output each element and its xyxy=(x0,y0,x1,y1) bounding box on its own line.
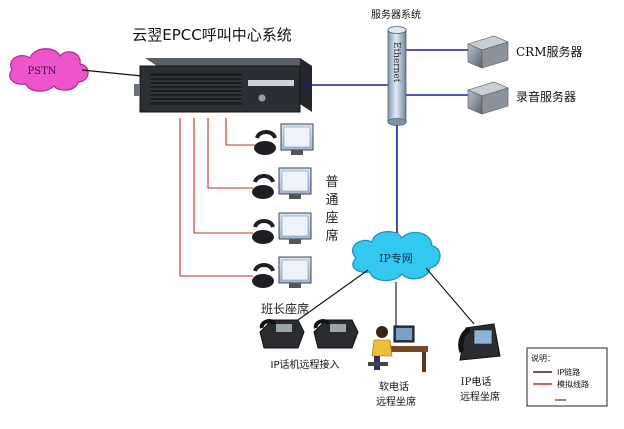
server-drive-bay xyxy=(248,80,294,86)
phone-icon xyxy=(252,230,274,244)
legend-box xyxy=(526,347,608,407)
ethernet-label: Ethernet xyxy=(391,42,401,83)
ip-network-cloud: IP专网 xyxy=(352,231,441,282)
ethernet-bus: Ethernet xyxy=(387,26,407,126)
server-handle-left xyxy=(134,84,140,96)
monitor-stand xyxy=(291,150,303,155)
legend-ip-link-label: IP链路 xyxy=(557,367,580,377)
phone-icon xyxy=(252,274,274,288)
normal-seats-label: 普 通 座 席 xyxy=(325,175,338,244)
server-system-label: 服务器系统 xyxy=(371,8,421,21)
pstn-label: PSTN xyxy=(28,66,57,77)
agent-station-3 xyxy=(252,212,312,244)
ip-network-cloud-shape xyxy=(352,231,441,282)
monitor-stand xyxy=(289,239,301,244)
legend-title: 说明： xyxy=(531,353,555,363)
ip-network-label: IP专网 xyxy=(379,251,413,265)
remote-links xyxy=(297,267,475,332)
normal-seats-char-2: 通 xyxy=(325,193,338,208)
analog-line-2 xyxy=(207,118,253,189)
legend: 说明： IP链路 模拟线路 xyxy=(526,347,608,407)
team-leader-seat-label: 班长座席 xyxy=(261,301,309,316)
monitor-screen xyxy=(281,259,309,281)
monitor-screen xyxy=(281,215,309,237)
remote-ip-phone xyxy=(458,323,501,361)
record-server-label: 录音服务器 xyxy=(516,89,576,104)
person-head-icon xyxy=(376,326,388,338)
monitor-stand xyxy=(289,283,301,288)
crm-server xyxy=(467,35,509,69)
crm-server-label: CRM服务器 xyxy=(516,44,583,59)
remote-link-ip-phone xyxy=(297,269,369,321)
soft-phone-agent xyxy=(368,325,428,372)
phone-icon xyxy=(254,141,276,155)
epcc-server xyxy=(134,58,312,113)
phone-handset-icon xyxy=(255,130,277,139)
phone-icon xyxy=(252,185,274,199)
ethernet-cylinder-bottom xyxy=(387,118,407,126)
normal-seats-char-4: 席 xyxy=(325,228,338,244)
remote-ip-phone-label-line1: IP电话 xyxy=(461,375,492,388)
crm-server-side xyxy=(481,41,509,69)
monitor-stand xyxy=(289,194,301,199)
normal-seats-char-1: 普 xyxy=(325,175,338,190)
analog-lines xyxy=(179,118,255,277)
ip-phone-handset-icon xyxy=(313,319,330,329)
ip-phone-handset-icon xyxy=(259,319,276,329)
computer-screen xyxy=(396,328,412,340)
analog-line-4 xyxy=(179,118,253,277)
ip-phone-remote-access-label: IP话机远程接入 xyxy=(271,358,340,371)
desk-leg xyxy=(422,352,426,372)
legend-analog-label: 模拟线路 xyxy=(557,379,589,389)
agent-station-4 xyxy=(252,256,312,288)
soft-phone-label-line2: 远程坐席 xyxy=(376,395,416,408)
server-power-button xyxy=(258,94,266,102)
ip-links xyxy=(302,49,468,238)
chair-icon xyxy=(368,362,388,366)
phone-handset-icon xyxy=(253,219,275,228)
ip-desk-phone-1 xyxy=(259,319,305,349)
person-body-icon xyxy=(371,339,393,357)
monitor-screen xyxy=(281,170,309,192)
agent-station-2 xyxy=(252,167,312,199)
pstn-cloud: PSTN xyxy=(9,48,89,92)
normal-seats-char-3: 座 xyxy=(325,211,338,226)
analog-line-1 xyxy=(225,118,255,146)
pstn-cloud-shape xyxy=(9,48,89,92)
phone-handset-icon xyxy=(253,263,275,272)
recording-server xyxy=(467,81,509,115)
recording-server-side xyxy=(481,87,509,115)
remote-ip-phone-label-line2: 远程坐席 xyxy=(460,390,500,403)
ip-phone-display xyxy=(276,324,292,332)
phone-handset-icon xyxy=(253,174,275,183)
pstn-link xyxy=(81,69,143,77)
remote-ip-phone-display xyxy=(473,329,493,345)
analog-line-3 xyxy=(193,118,253,234)
ethernet-cylinder-top xyxy=(387,26,407,34)
diagram-title: 云翌EPCC呼叫中心系统 xyxy=(132,26,291,44)
server-vents xyxy=(150,73,242,105)
remote-link-remote-ip-phone xyxy=(425,267,475,325)
server-top xyxy=(145,58,312,66)
soft-phone-label-line1: 软电话 xyxy=(379,380,409,393)
monitor-screen xyxy=(283,126,311,148)
ip-desk-phone-2 xyxy=(313,319,359,349)
desk-icon xyxy=(384,346,428,352)
ip-phone-display xyxy=(330,324,346,332)
remote-ip-phone-handset-icon xyxy=(458,327,471,353)
agent-station-1 xyxy=(254,123,314,155)
